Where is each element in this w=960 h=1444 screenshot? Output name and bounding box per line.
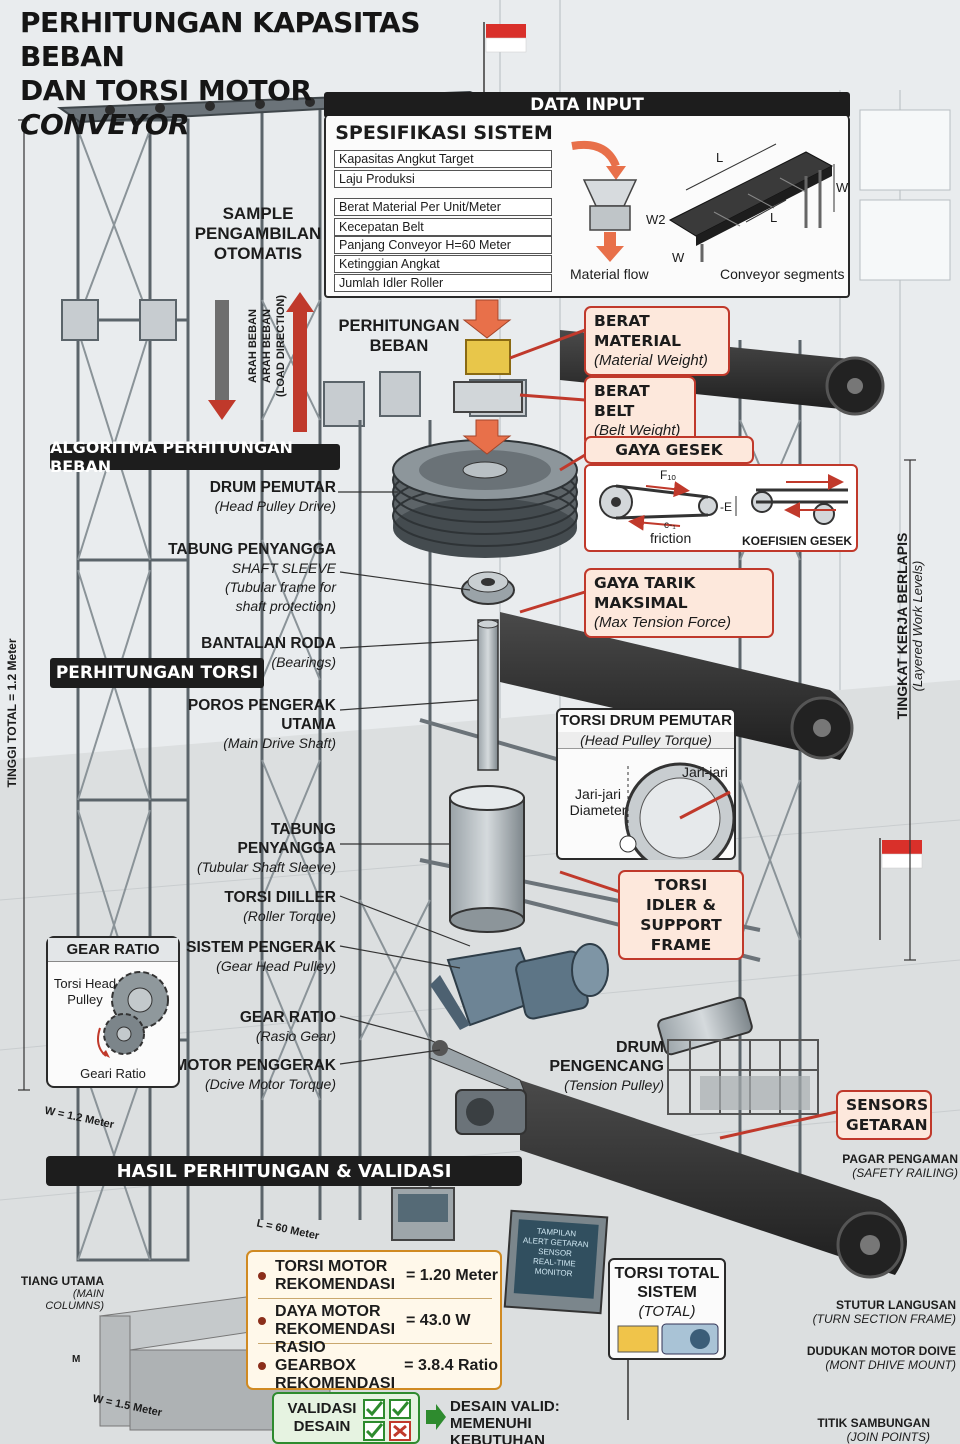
check-icon — [365, 1423, 384, 1439]
tingkat-kerja-label: TINGKAT KERJA BERLAPIS (Layered Work Lev… — [894, 532, 925, 720]
sample-label: SAMPLE PENGAMBILAN OTOMATIS — [194, 204, 322, 263]
label-bantalan-roda: BANTALAN RODA (Bearings) — [201, 635, 336, 670]
label-stutur-langusan: STUTUR LANGUSAN (TURN SECTION FRAME) — [812, 1298, 956, 1326]
bullet-icon — [258, 1362, 266, 1370]
label-drum-pengencang: DRUM PENGENCANG (Tension Pulley) — [549, 1039, 664, 1093]
callout-gaya-gesek-panel: F₁ₒ -E c-₁ friction KOEFISIEN GESEK — [584, 464, 858, 552]
callout-gaya-tarik: GAYA TARIK MAKSIMAL (Max Tension Force) — [584, 568, 774, 638]
label-tabung-penyangga: TABUNG PENYANGGA (Tubular Shaft Sleeve) — [196, 821, 336, 875]
callout-gaya-gesek-title: GAYA GESEK TOTAL — [584, 436, 754, 483]
gear-ratio-inset: GEAR RATIO Torsi Head Pulley Geari Ratio — [46, 936, 180, 1088]
hopper-diagram — [571, 141, 638, 262]
gear-icon — [97, 971, 169, 1058]
label-dudukan-motor: DUDUKAN MOTOR DOIVE (MONT DHIVE MOUNT) — [806, 1344, 956, 1372]
page-title: PERHITUNGAN KAPASITAS BEBAN DAN TORSI MO… — [20, 6, 480, 142]
dim-w-right: W — [836, 180, 849, 195]
label-sistem-pengerak: SISTEM PENGERAK (Gear Head Pulley) — [186, 939, 336, 974]
label-poros-pengerak: POROS PENGERAK UTAMA (Main Drive Shaft) — [187, 697, 336, 751]
hasil-bar: HASIL PERHITUNGAN & VALIDASI — [46, 1156, 522, 1186]
torsi-drum-sub: (Head Pulley Torque) — [558, 732, 734, 749]
perhitungan-beban-label: PERHITUNGAN BEBAN — [338, 317, 460, 355]
title-line-1: PERHITUNGAN KAPASITAS BEBAN — [20, 6, 421, 73]
bullet-icon — [258, 1272, 266, 1280]
desain-valid-text: DESAIN VALID: MEMENUHI KEBUTUHAN BEBAN — [450, 1398, 560, 1444]
bullet-icon — [258, 1317, 266, 1325]
callout-sensors: SENSORS GETARAN — [836, 1090, 932, 1140]
e-label: -E — [720, 500, 732, 514]
control-device-icon — [617, 1323, 719, 1355]
field-panjang[interactable]: Panjang Conveyor H=60 Meter — [334, 236, 552, 254]
data-input-panel: SPESIFIKASI SISTEM Kapasitas Angkut Targ… — [324, 116, 850, 298]
dim-w-bottom: W — [672, 250, 685, 265]
callout-berat-belt: BERAT BELT (Belt Weight) — [584, 376, 696, 446]
callout-torsi-idler: TORSI IDLER & SUPPORT FRAME — [618, 870, 744, 960]
validation-checks — [363, 1399, 411, 1441]
arrow-right-icon — [426, 1404, 446, 1430]
friction-diagram — [599, 474, 848, 531]
gear-ratio-inset-caption: Geari Ratio — [80, 1066, 146, 1081]
dim-l-top: L — [716, 150, 724, 165]
monitor-screen: TAMPILAN ALERT GETARAN SENSOR REAL-TIME … — [522, 1226, 589, 1279]
m-dimension: M — [72, 1354, 81, 1365]
jari-jari-label-left: Jari-jari Diameter — [569, 786, 627, 818]
data-input-header: DATA INPUT — [324, 92, 850, 118]
jari-jari-label-right: Jari-jari — [682, 764, 728, 780]
conveyor-segments-label: Conveyor segments — [720, 266, 845, 282]
label-motor-penggerak: MOTOR PENGGERAK (Dcive Motor Torque) — [174, 1057, 336, 1092]
material-flow-label: Material flow — [570, 266, 649, 282]
label-gear-ratio: GEAR RATIO (Rasio Gear) — [239, 1009, 336, 1044]
label-tiang-utama: TIANG UTAMA (MAIN COLUMNS) — [20, 1274, 104, 1312]
field-kecepatan[interactable]: Kecepatan Belt — [334, 218, 552, 236]
torsi-total-box: TORSI TOTAL SISTEM (TOTAL) — [608, 1258, 726, 1360]
field-idler[interactable]: Jumlah Idler Roller — [334, 274, 552, 292]
c-label: c-₁ — [664, 520, 676, 531]
algoritma-bar: ALGORITMA PERHITUNGAN BEBAN — [50, 438, 340, 476]
tinggi-total-dimension: TINGGI TOTAL = 1.2 Meter — [5, 638, 19, 788]
label-torsi-idler: TORSI DIILLER (Roller Torque) — [224, 889, 336, 924]
label-drum-pemutar: DRUM PEMUTAR (Head Pulley Drive) — [209, 479, 336, 514]
label-titik-sambungan: TITIK SAMBUNGAN (JOIN POINTS) — [817, 1416, 930, 1444]
dim-l-bottom: L — [770, 210, 778, 225]
pulley-radius-diagram — [619, 762, 734, 860]
spec-title: SPESIFIKASI SISTEM — [335, 122, 553, 144]
torsi-head-pulley-label: Torsi Head Pulley — [53, 976, 117, 1007]
friction-label: friction — [650, 530, 692, 546]
validasi-box: VALIDASI DESAIN — [272, 1392, 420, 1444]
field-kapasitas[interactable]: Kapasitas Angkut Target — [334, 150, 552, 168]
cross-icon — [393, 1424, 407, 1438]
koefisien-label: KOEFISIEN GESEK — [742, 534, 853, 548]
label-pagar-pengaman: PAGAR PENGAMAN (SAFETY RAILING) — [842, 1152, 958, 1180]
torsi-drum-title: TORSI DRUM PEMUTAR — [560, 712, 732, 729]
title-line-2: DAN TORSI MOTOR CONVEYOR — [20, 74, 312, 141]
gear-ratio-inset-title: GEAR RATIO — [48, 938, 178, 962]
check-icon — [391, 1401, 410, 1417]
callout-berat-material: BERAT MATERIAL (Material Weight) — [584, 306, 730, 376]
field-berat-material[interactable]: Berat Material Per Unit/Meter — [334, 198, 552, 216]
f-label: F₁ₒ — [660, 468, 676, 482]
dim-w2: W2 — [646, 212, 666, 227]
load-direction-label: ARAH BEBAN ARAH BEBAN (LOAD DIRECTION) — [247, 294, 287, 398]
label-tabung-penyangga-shaft: TABUNG PENYANGGA SHAFT SLEEVE (Tubular f… — [168, 541, 336, 614]
perhitungan-torsi-bar: PERHITUNGAN TORSI — [50, 658, 264, 688]
torsi-drum-panel: TORSI DRUM PEMUTAR (Head Pulley Torque) … — [556, 708, 736, 860]
check-icon — [365, 1401, 384, 1417]
conveyor-segment-diagram — [668, 143, 835, 262]
field-ketinggian[interactable]: Ketinggian Angkat — [334, 255, 552, 273]
field-laju[interactable]: Laju Produksi — [334, 170, 552, 188]
